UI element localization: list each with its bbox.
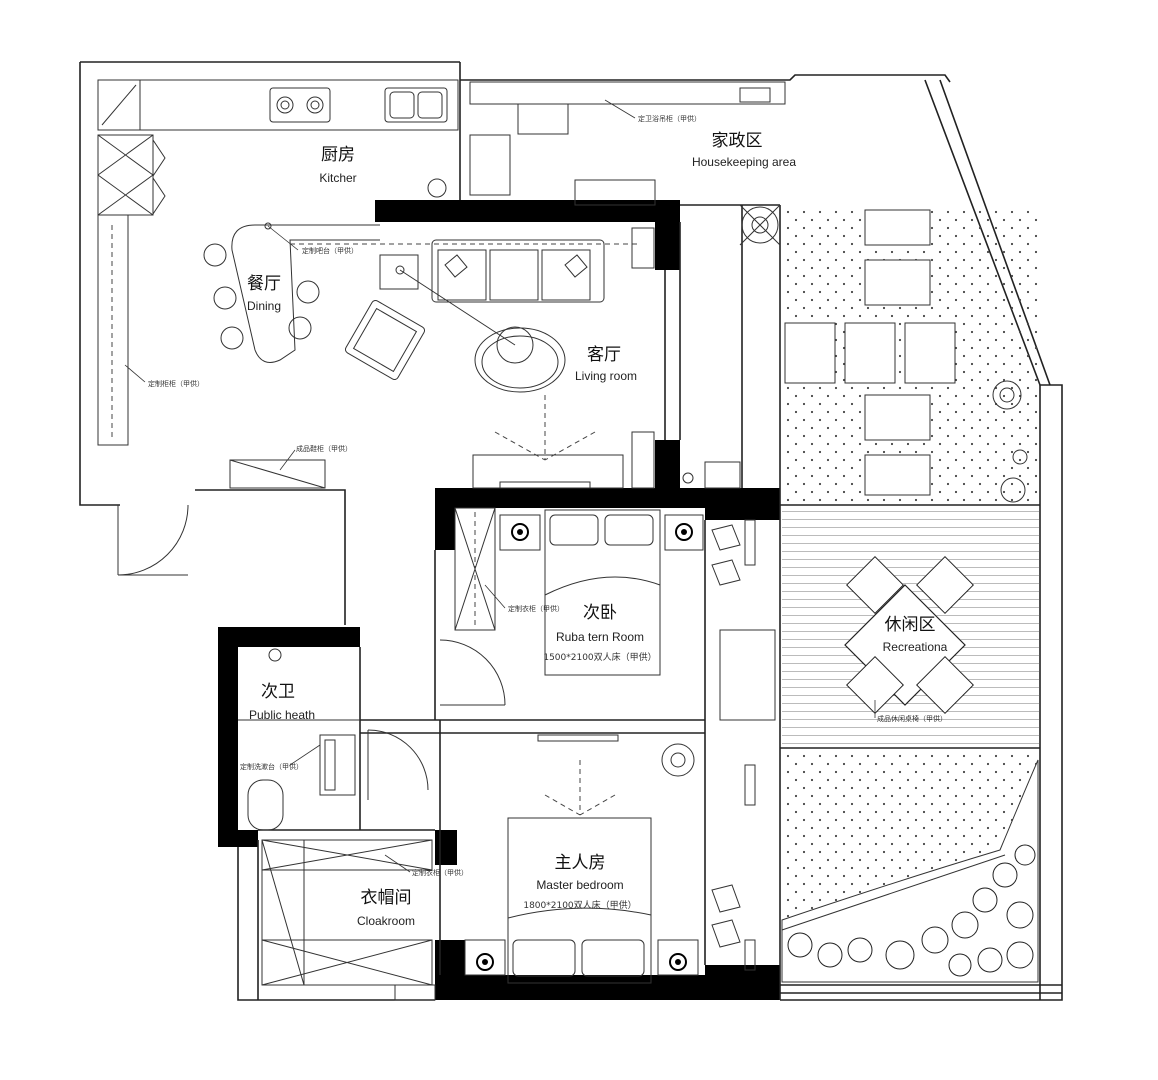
- note-bar: 定制吧台（甲供）: [302, 246, 358, 255]
- toilet-icon: [247, 779, 284, 831]
- dining-label-zh: 餐厅: [247, 274, 281, 294]
- public-bath-fixtures: [238, 648, 429, 831]
- master-bedroom-bed-note: 1800*2100双人床（甲供）: [523, 899, 636, 911]
- plants-icon: [787, 844, 1036, 977]
- cloakroom-label-zh: 衣帽间: [361, 888, 412, 908]
- sink-icon: [384, 87, 448, 123]
- furniture-notes: 定制吧台（甲供） 定制柜柜（甲供） 成品鞋柜（甲供） 定卫浴吊柜（甲供） 定制衣…: [148, 114, 947, 877]
- structural-walls: [218, 200, 780, 1000]
- second-bedroom-furniture: [439, 507, 776, 721]
- cloakroom-label-en: Cloakroom: [357, 914, 415, 928]
- stool-icon: [213, 286, 237, 310]
- stool-icon: [296, 280, 320, 304]
- note-table: 成品休闲桌椅（甲供）: [877, 714, 947, 723]
- note-vanity: 定制洗漱台（甲供）: [240, 762, 303, 771]
- living-room-furniture: [344, 227, 741, 489]
- stove-icon: [269, 87, 331, 123]
- note-shoe: 成品鞋柜（甲供）: [296, 444, 352, 453]
- note-laundry: 定卫浴吊柜（甲供）: [638, 114, 701, 123]
- public-bath-label-zh: 次卫: [261, 682, 295, 702]
- housekeeping-label-en: Housekeeping area: [692, 155, 796, 169]
- stool-icon: [220, 326, 244, 350]
- coffee-table-icon: [474, 327, 566, 393]
- note-cabinet: 定制柜柜（甲供）: [148, 379, 204, 388]
- stool-icon: [203, 243, 227, 267]
- housekeeping-area: [469, 81, 786, 246]
- bed-icon: [507, 817, 652, 984]
- master-bedroom-furniture: [464, 519, 756, 984]
- kitchen-label-zh: 厨房: [321, 145, 355, 165]
- sofa-icon: [431, 239, 605, 303]
- master-bedroom-label-en: Master bedroom: [536, 878, 623, 892]
- kitchen-area: [97, 79, 459, 446]
- plant-icon: [741, 206, 779, 244]
- public-bath-label-en: Public heath: [249, 708, 315, 722]
- second-bedroom-label-en: Ruba tern Room: [556, 630, 644, 644]
- interior-walls: [257, 204, 1062, 1001]
- recreation-label-en: Recreationa: [883, 640, 948, 654]
- dining-bar: [203, 222, 640, 363]
- bed-icon: [544, 509, 661, 676]
- second-bedroom-label-zh: 次卧: [583, 603, 617, 623]
- lounge-table-icon: [844, 556, 974, 714]
- recreation-label-zh: 休闲区: [885, 615, 936, 635]
- entrance: [117, 459, 326, 576]
- note-wardrobe2: 定制衣柜（甲供）: [508, 604, 564, 613]
- dining-label-en: Dining: [247, 299, 281, 313]
- living-label-zh: 客厅: [587, 345, 621, 365]
- terrace: [781, 208, 1040, 983]
- room-labels: 厨房 Kitcher 餐厅 Dining 客厅 Living room 家政区 …: [247, 131, 948, 928]
- housekeeping-label-zh: 家政区: [712, 131, 763, 151]
- living-label-en: Living room: [575, 369, 637, 383]
- annotation-leaders: [124, 99, 876, 873]
- armchair-icon: [344, 299, 426, 381]
- master-bedroom-label-zh: 主人房: [555, 853, 606, 873]
- stool-icon: [288, 316, 312, 340]
- note-wardrobe-master: 定制衣柜（甲供）: [412, 868, 468, 877]
- second-bedroom-bed-note: 1500*2100双人床（甲供）: [543, 651, 656, 663]
- kitchen-label-en: Kitcher: [319, 171, 356, 185]
- cloakroom-furniture: [261, 839, 433, 986]
